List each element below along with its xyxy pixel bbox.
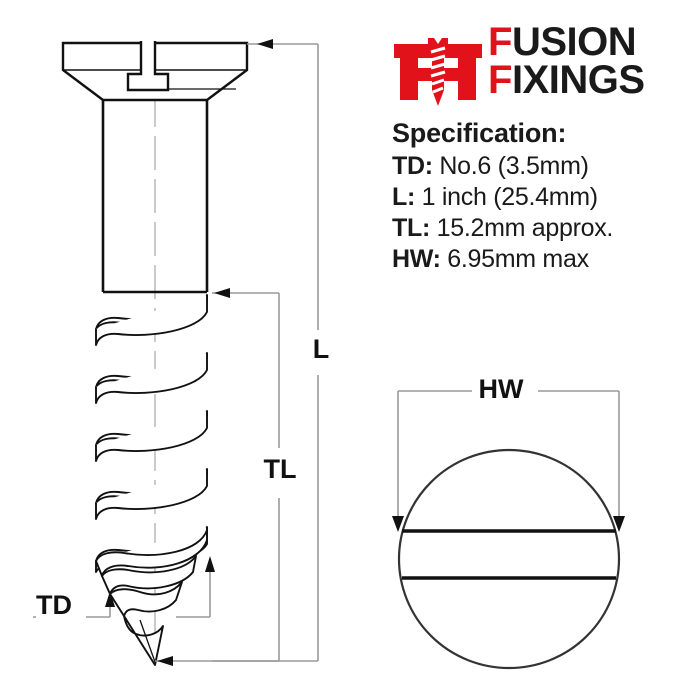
specification-title: Specification: [392, 118, 567, 148]
dimension-HW [397, 390, 620, 518]
spec-row-l: L: 1 inch (25.4mm) [392, 183, 682, 212]
spec-value-l: 1 inch (25.4mm) [421, 183, 598, 211]
spec-row-hw: HW: 6.95mm max [392, 245, 682, 274]
brand-line-1-lead: F [488, 20, 512, 64]
dimension-L-arrow-top [257, 39, 273, 49]
dimension-label-TL: TL [258, 456, 302, 483]
dimension-TL [212, 292, 280, 662]
brand-logo: FUSION FIXINGS [392, 22, 662, 118]
screw-side-view-drawing [33, 39, 319, 666]
fusion-fixings-screw-logo-icon [394, 38, 482, 106]
dimension-TL-arrow-top [214, 288, 230, 298]
spec-value-hw: 6.95mm max [447, 245, 589, 273]
dimension-TD-arrow-left [105, 591, 115, 607]
spec-key-td: TD: [392, 152, 433, 180]
dimension-HW-arrow-left [392, 516, 404, 532]
specification-block: Specification: TD: No.6 (3.5mm) L: 1 inc… [392, 118, 682, 276]
dimension-L-arrow-bottom [157, 656, 173, 666]
spec-key-l: L: [392, 183, 415, 211]
dimension-TD-arrow-right [205, 556, 215, 572]
dimension-HW-arrow-right [613, 516, 625, 532]
brand-line-1-rest: USION [511, 20, 637, 64]
spec-key-tl: TL: [392, 214, 430, 242]
screw-head-top-view-drawing [392, 390, 625, 670]
brand-line-2-rest: IXINGS [511, 57, 645, 102]
dimension-label-HW: HW [472, 376, 530, 403]
spec-row-td: TD: No.6 (3.5mm) [392, 152, 682, 181]
head-circle [397, 448, 621, 670]
screw-point [95, 529, 208, 666]
thread-helix [95, 294, 208, 573]
head-slot-outline [126, 41, 170, 92]
dimension-label-L: L [310, 336, 332, 363]
brand-line-2: FIXINGS [488, 60, 668, 100]
brand-line-2-lead: F [488, 57, 512, 102]
spec-row-tl: TL: 15.2mm approx. [392, 214, 682, 243]
brand-line-1: FUSION [488, 22, 668, 62]
spec-value-tl: 15.2mm approx. [436, 214, 614, 242]
shank-outline [101, 100, 209, 292]
spec-key-hw: HW: [392, 245, 441, 273]
brand-wordmark: FUSION FIXINGS [488, 22, 668, 100]
dimension-label-TD: TD [36, 592, 86, 619]
spec-value-td: No.6 (3.5mm) [439, 152, 589, 180]
